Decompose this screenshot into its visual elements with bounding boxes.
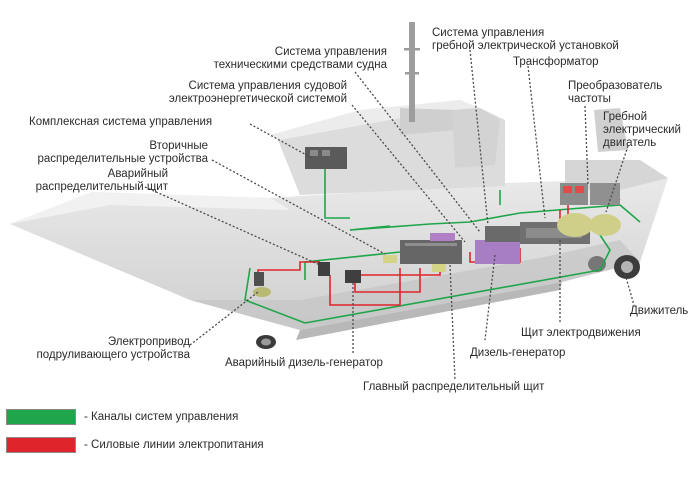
- ship-superstructure: [270, 100, 668, 195]
- legend-swatch-green: [6, 409, 76, 425]
- legend-swatch-red: [6, 437, 76, 453]
- label-transformer: Трансформатор: [513, 56, 599, 68]
- control-channels: [244, 168, 641, 324]
- label-integrated-control: Комплексная система управления: [29, 116, 213, 128]
- equipment: [253, 147, 621, 297]
- legend-text: - Каналы систем управления: [84, 411, 239, 423]
- label-main-switchboard: Главный распределительный щит: [363, 381, 545, 393]
- legend-power-lines: - Силовые линии электропитания: [6, 436, 264, 454]
- leader-lines: [144, 49, 635, 381]
- legend-text: - Силовые линии электропитания: [84, 439, 264, 451]
- legend-control-channels: - Каналы систем управления: [6, 408, 238, 426]
- label-emergency-diesel-generator: Аварийный дизель-генератор: [225, 357, 383, 369]
- propeller-icon: [588, 255, 640, 279]
- label-propulsion-switchboard: Щит электродвижения: [521, 327, 641, 339]
- bow-thruster-icon: [256, 335, 276, 349]
- label-diesel-generator: Дизель-генератор: [470, 347, 566, 359]
- ship-mast: [404, 22, 420, 122]
- label-propulsor: Движитель: [630, 305, 689, 317]
